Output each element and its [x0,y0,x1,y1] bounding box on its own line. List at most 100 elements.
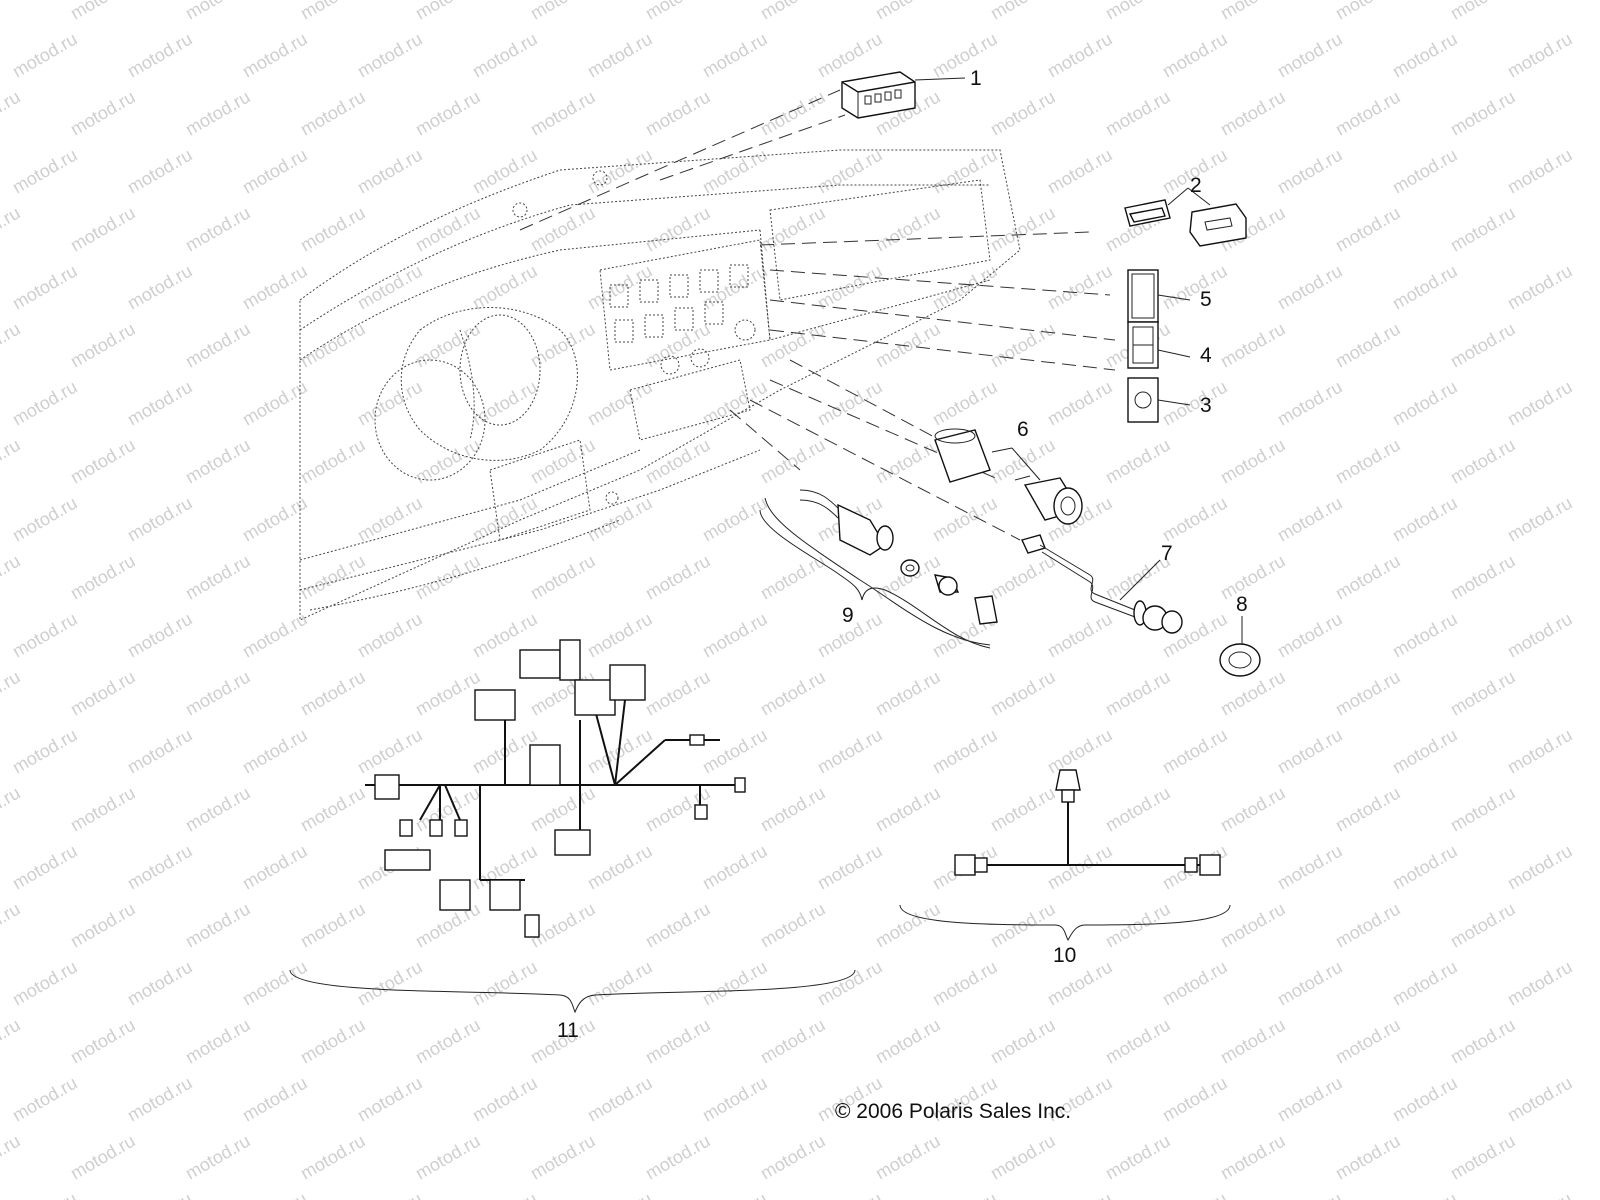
watermark-text: motod.ru [1217,899,1289,952]
watermark-text: motod.ru [872,667,944,720]
watermark-text: motod.ru [987,319,1059,372]
watermark-text: motod.ru [67,1131,139,1184]
watermark-text: motod.ru [67,551,139,604]
watermark-text: motod.ru [9,29,81,82]
watermark-text: motod.ru [872,435,944,488]
watermark-text: motod.ru [757,203,829,256]
watermark-text: motod.ru [1332,435,1404,488]
watermark-text: motod.ru [9,609,81,662]
watermark-text: motod.ru [67,319,139,372]
watermark-text: motod.ru [9,725,81,778]
watermark-text: motod.ru [9,957,81,1010]
watermark-text: motod.ru [1447,87,1519,140]
watermark-text: motod.ru [354,377,426,430]
watermark-text: motod.ru [699,493,771,546]
watermark-text: motod.ru [1447,1015,1519,1068]
watermark-text: motod.ru [757,0,829,23]
part-1-switch-block [841,71,966,119]
watermark-text: motod.ru [1274,261,1346,314]
watermark-text: motod.ru [584,261,656,314]
watermark-text: motod.ru [699,841,771,894]
watermark-text: motod.ru [297,1131,369,1184]
watermark-text: motod.ru [297,1015,369,1068]
watermark-text: motod.ru [9,1189,81,1200]
watermark-text: motod.ru [1332,0,1404,23]
watermark-text: motod.ru [814,725,886,778]
watermark-text: motod.ru [1044,841,1116,894]
watermark-text: motod.ru [469,1189,541,1200]
watermark-text: motod.ru [1332,1131,1404,1184]
watermark-text: motod.ru [354,29,426,82]
watermark-text: motod.ru [239,841,311,894]
watermark-text: motod.ru [182,899,254,952]
watermark-text: motod.ru [354,725,426,778]
watermark-text: motod.ru [1102,667,1174,720]
watermark-text: motod.ru [0,667,24,720]
watermark-text: motod.ru [757,551,829,604]
watermark-text: motod.ru [124,493,196,546]
watermark-text: motod.ru [699,29,771,82]
watermark-text: motod.ru [757,87,829,140]
watermark-text: motod.ru [297,667,369,720]
brace-9 [759,509,991,649]
callout-6: 6 [1017,418,1029,441]
watermark-text: motod.ru [1389,841,1461,894]
watermark-text: motod.ru [929,957,1001,1010]
watermark-text: motod.ru [0,0,24,23]
watermark-text: motod.ru [1389,957,1461,1010]
watermark-text: motod.ru [1447,551,1519,604]
watermark-text: motod.ru [872,1131,944,1184]
watermark-text: motod.ru [642,1131,714,1184]
watermark-text: motod.ru [1389,29,1461,82]
watermark-text: motod.ru [527,435,599,488]
watermark-text: motod.ru [1504,145,1576,198]
watermark-text: motod.ru [182,1015,254,1068]
watermark-text: motod.ru [0,899,24,952]
watermark-text: motod.ru [1274,957,1346,1010]
watermark-text: motod.ru [1332,319,1404,372]
watermark-text: motod.ru [814,261,886,314]
watermark-text: motod.ru [354,1189,426,1200]
watermark-text: motod.ru [1159,261,1231,314]
watermark-text: motod.ru [1447,435,1519,488]
part-3-outlet-switch [1127,377,1191,423]
watermark-text: motod.ru [699,377,771,430]
watermark-text: motod.ru [239,609,311,662]
watermark-text: motod.ru [527,87,599,140]
watermark-text: motod.ru [469,261,541,314]
watermark-text: motod.ru [354,1073,426,1126]
callout-11: 11 [557,1019,579,1042]
callout-1: 1 [970,67,982,90]
watermark-text: motod.ru [239,1073,311,1126]
watermark-text: motod.ru [0,551,24,604]
watermark-text: motod.ru [929,725,1001,778]
watermark-text: motod.ru [987,551,1059,604]
part-11-main-harness [365,639,746,938]
watermark-text: motod.ru [1102,87,1174,140]
watermark-text: motod.ru [182,435,254,488]
watermark-text: motod.ru [1217,87,1289,140]
watermark-text: motod.ru [584,957,656,1010]
watermark-text: motod.ru [9,1073,81,1126]
watermark-text: motod.ru [1447,319,1519,372]
watermark-text: motod.ru [1389,261,1461,314]
watermark-text: motod.ru [1102,0,1174,23]
watermark-text: motod.ru [1159,1073,1231,1126]
watermark-text: motod.ru [757,667,829,720]
watermark-text: motod.ru [584,1073,656,1126]
watermark-text: motod.ru [1389,609,1461,662]
watermark-text: motod.ru [527,783,599,836]
callout-10: 10 [1053,944,1076,967]
watermark-text: motod.ru [67,783,139,836]
watermark-text: motod.ru [642,435,714,488]
watermark-text: motod.ru [1159,29,1231,82]
watermark-text: motod.ru [1504,261,1576,314]
watermark-text: motod.ru [1159,957,1231,1010]
watermark-text: motod.ru [1332,87,1404,140]
watermark-text: motod.ru [1389,725,1461,778]
watermark-text: motod.ru [987,1131,1059,1184]
watermark-text: motod.ru [1447,203,1519,256]
watermark-text: motod.ru [1504,493,1576,546]
watermark-text: motod.ru [584,1189,656,1200]
watermark-text: motod.ru [1389,1073,1461,1126]
